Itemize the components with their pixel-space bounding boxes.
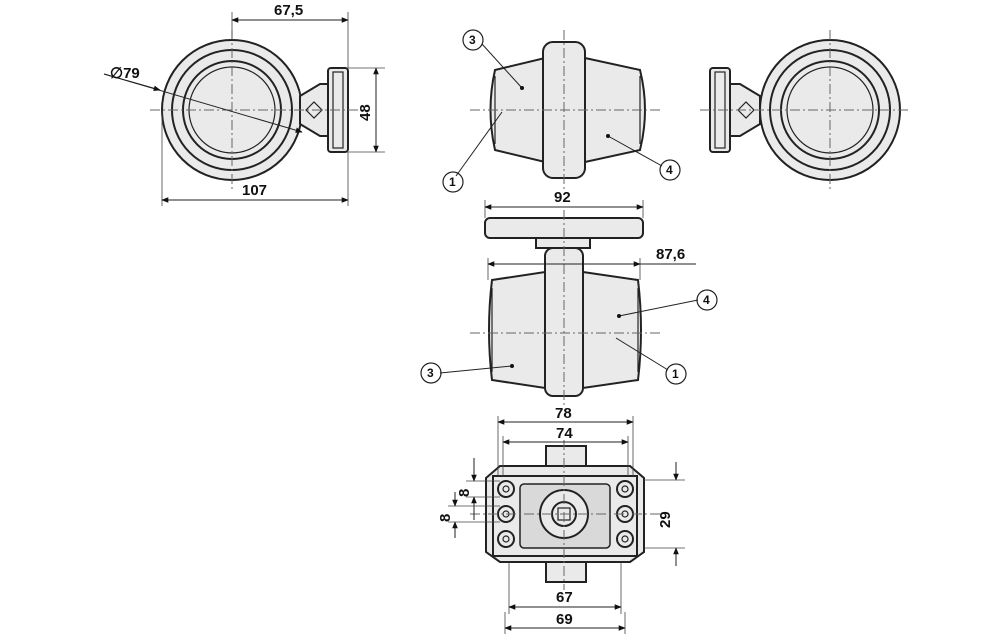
dim-78: 78 [555, 405, 572, 422]
dim-67-5: 67,5 [274, 2, 303, 19]
front-view-callouts: 4 1 3 [420, 289, 718, 385]
dim-74: 74 [556, 425, 573, 442]
dim-29: 29 [657, 511, 674, 528]
dim-107: 107 [242, 182, 267, 199]
side-view-right [700, 30, 910, 190]
base-view-dimensions: 78 74 8 8 29 67 69 [437, 405, 685, 634]
base-view [470, 440, 660, 590]
callout-front-1: 1 [672, 367, 679, 381]
dim-69: 69 [556, 611, 573, 628]
side-view-left-dimensions: 67,5 ∅79 48 107 [103, 2, 385, 206]
dim-8-lower: 8 [437, 514, 454, 522]
front-view [470, 210, 660, 405]
callout-top-1: 1 [449, 175, 456, 189]
front-view-dimensions: 92 87,6 [484, 189, 696, 280]
top-view [470, 30, 660, 190]
dim-87-6: 87,6 [656, 246, 685, 263]
side-view-left [150, 30, 360, 190]
dim-diameter-79: ∅79 [110, 65, 140, 82]
callout-front-3: 3 [427, 366, 434, 380]
callout-top-4: 4 [666, 163, 673, 177]
callout-top-3: 3 [469, 33, 476, 47]
dim-8-upper: 8 [456, 489, 473, 497]
callout-front-4: 4 [703, 293, 710, 307]
dim-67: 67 [556, 589, 573, 606]
top-view-callouts: 3 1 4 [442, 29, 681, 193]
dim-48: 48 [357, 104, 374, 121]
dim-92: 92 [554, 189, 571, 206]
